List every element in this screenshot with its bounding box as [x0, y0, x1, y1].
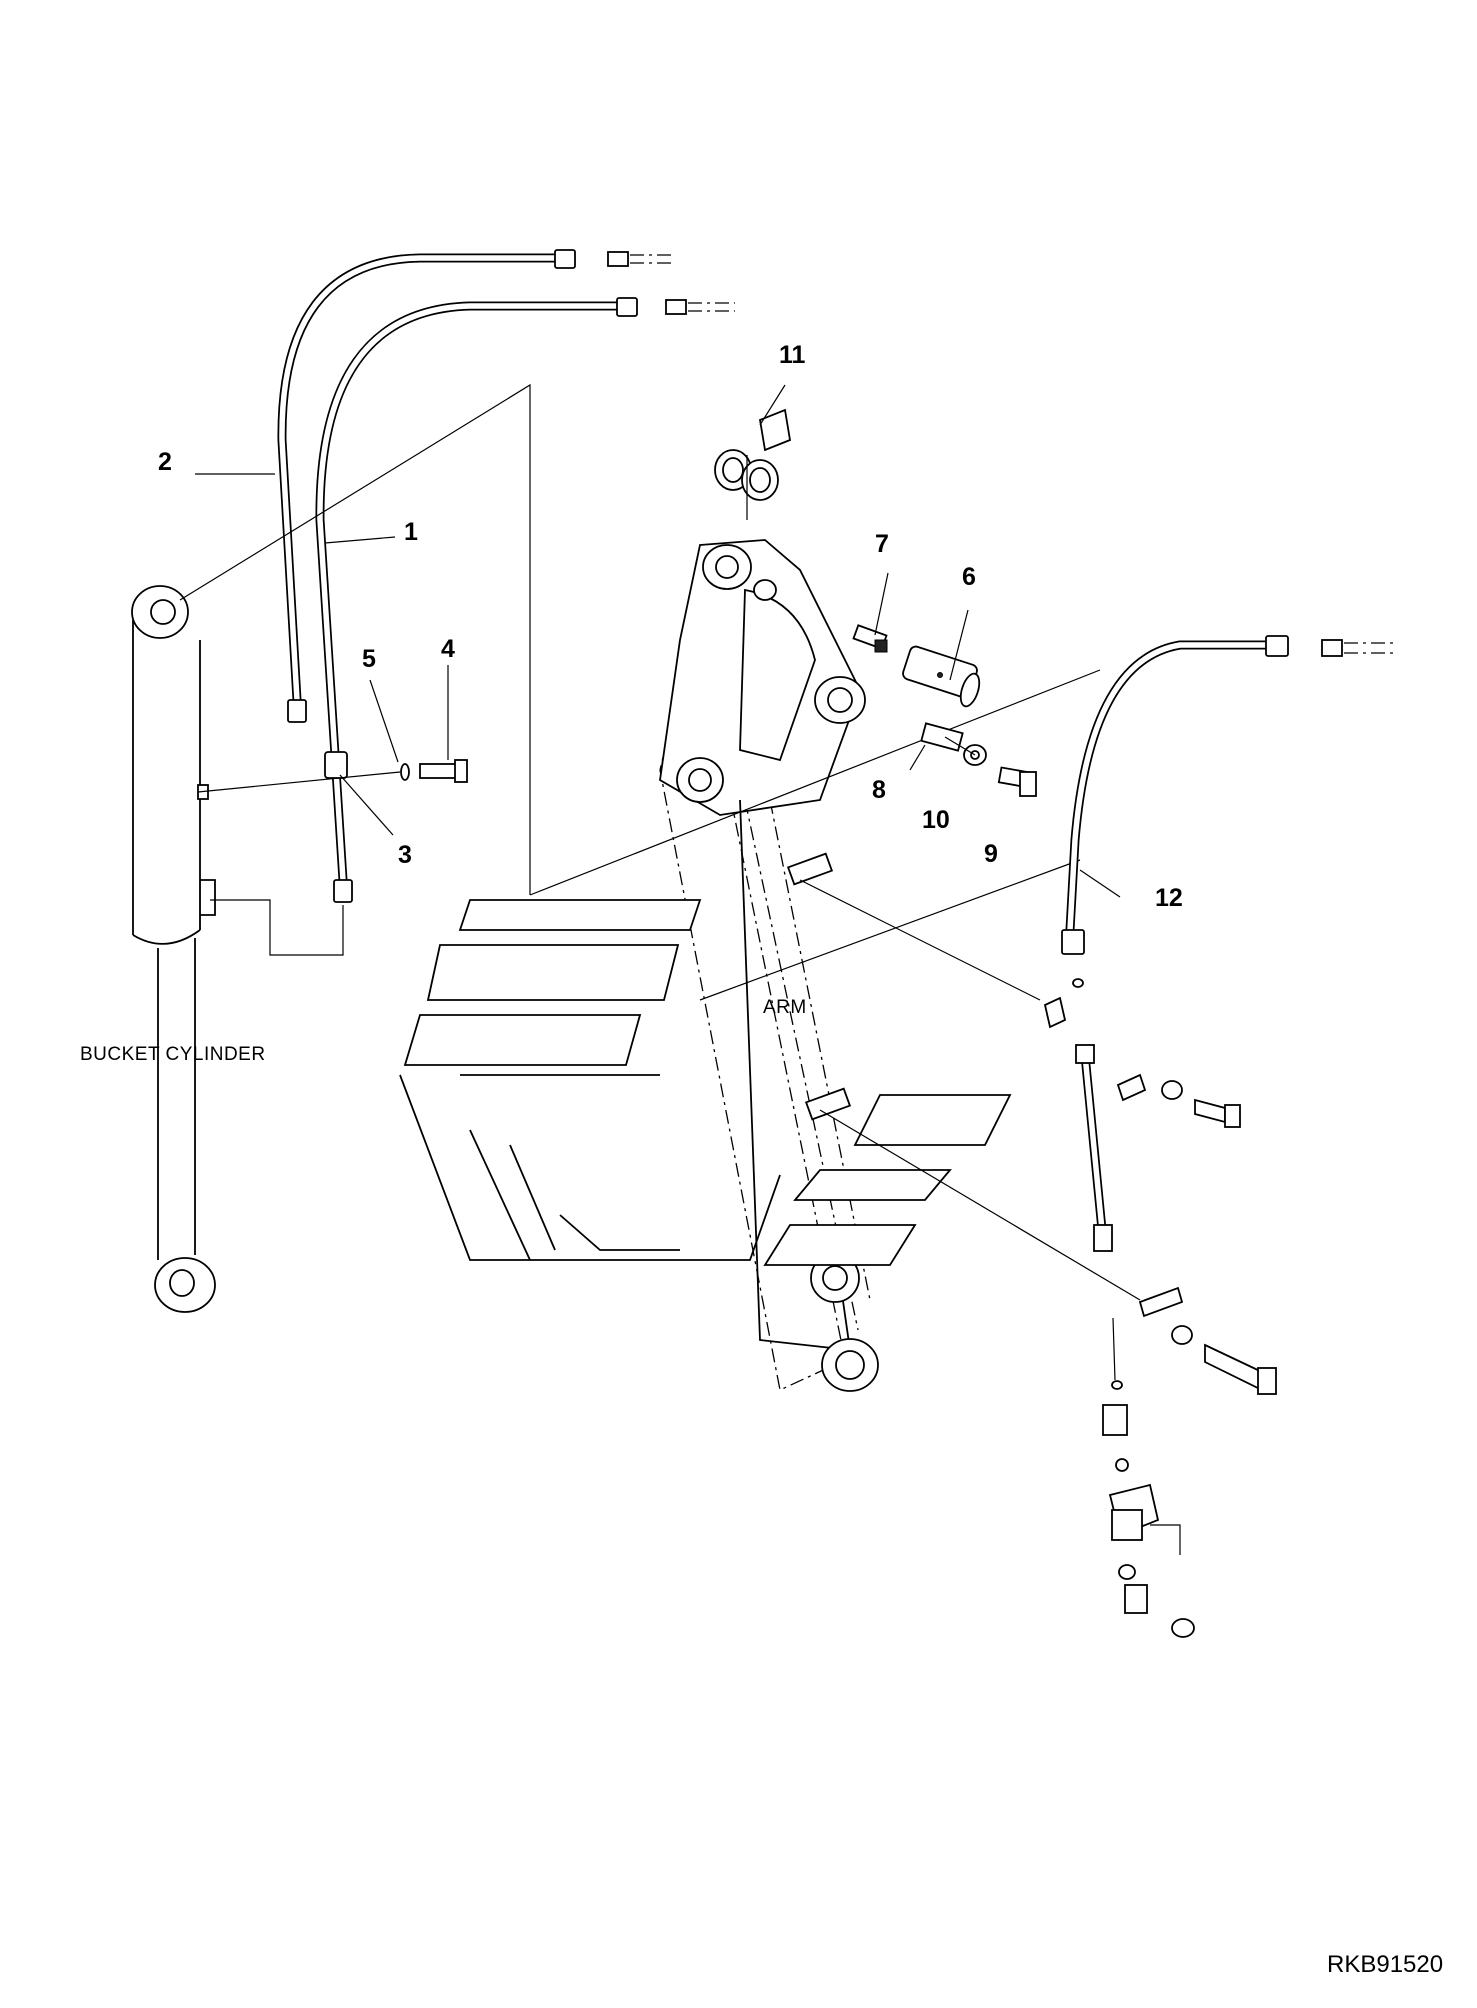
- callout-9: 9: [984, 840, 998, 868]
- callout-3: 3: [398, 841, 412, 869]
- arm-label: ARM: [763, 997, 807, 1018]
- machine-outline: [399, 669, 1101, 1266]
- callout-7: 7: [875, 530, 889, 558]
- reference-code: RKB91520: [1327, 1951, 1443, 1978]
- callout-4: 4: [441, 635, 455, 663]
- clamp-assembly: [197, 751, 468, 956]
- bucket-cylinder-label: BUCKET CYLINDER: [80, 1044, 266, 1065]
- callout-5: 5: [362, 645, 376, 673]
- arm: [659, 539, 879, 1392]
- bucket-cylinder: [131, 585, 216, 1313]
- callout-12: 12: [1155, 884, 1183, 912]
- valve-stack: [1102, 1317, 1195, 1638]
- callout-numbers: 1 2 3 4 5 6 7 8 9 10 11 12: [158, 341, 1183, 912]
- callout-1: 1: [404, 518, 418, 546]
- shims: [714, 408, 792, 520]
- hose-1: [315, 297, 638, 903]
- callout-11: 11: [779, 341, 806, 369]
- hose-2: [277, 249, 576, 723]
- pin-assembly: [852, 624, 1037, 797]
- callout-6: 6: [962, 563, 976, 591]
- callout-2: 2: [158, 448, 172, 476]
- callout-10: 10: [922, 806, 950, 834]
- hose-12: [1061, 635, 1289, 955]
- callout-8: 8: [872, 776, 886, 804]
- pipe-line: [1075, 1044, 1113, 1252]
- hose-fittings-top: [607, 251, 1395, 657]
- callout-leaders: [195, 384, 1121, 898]
- pipe-clamps: [799, 879, 1277, 1395]
